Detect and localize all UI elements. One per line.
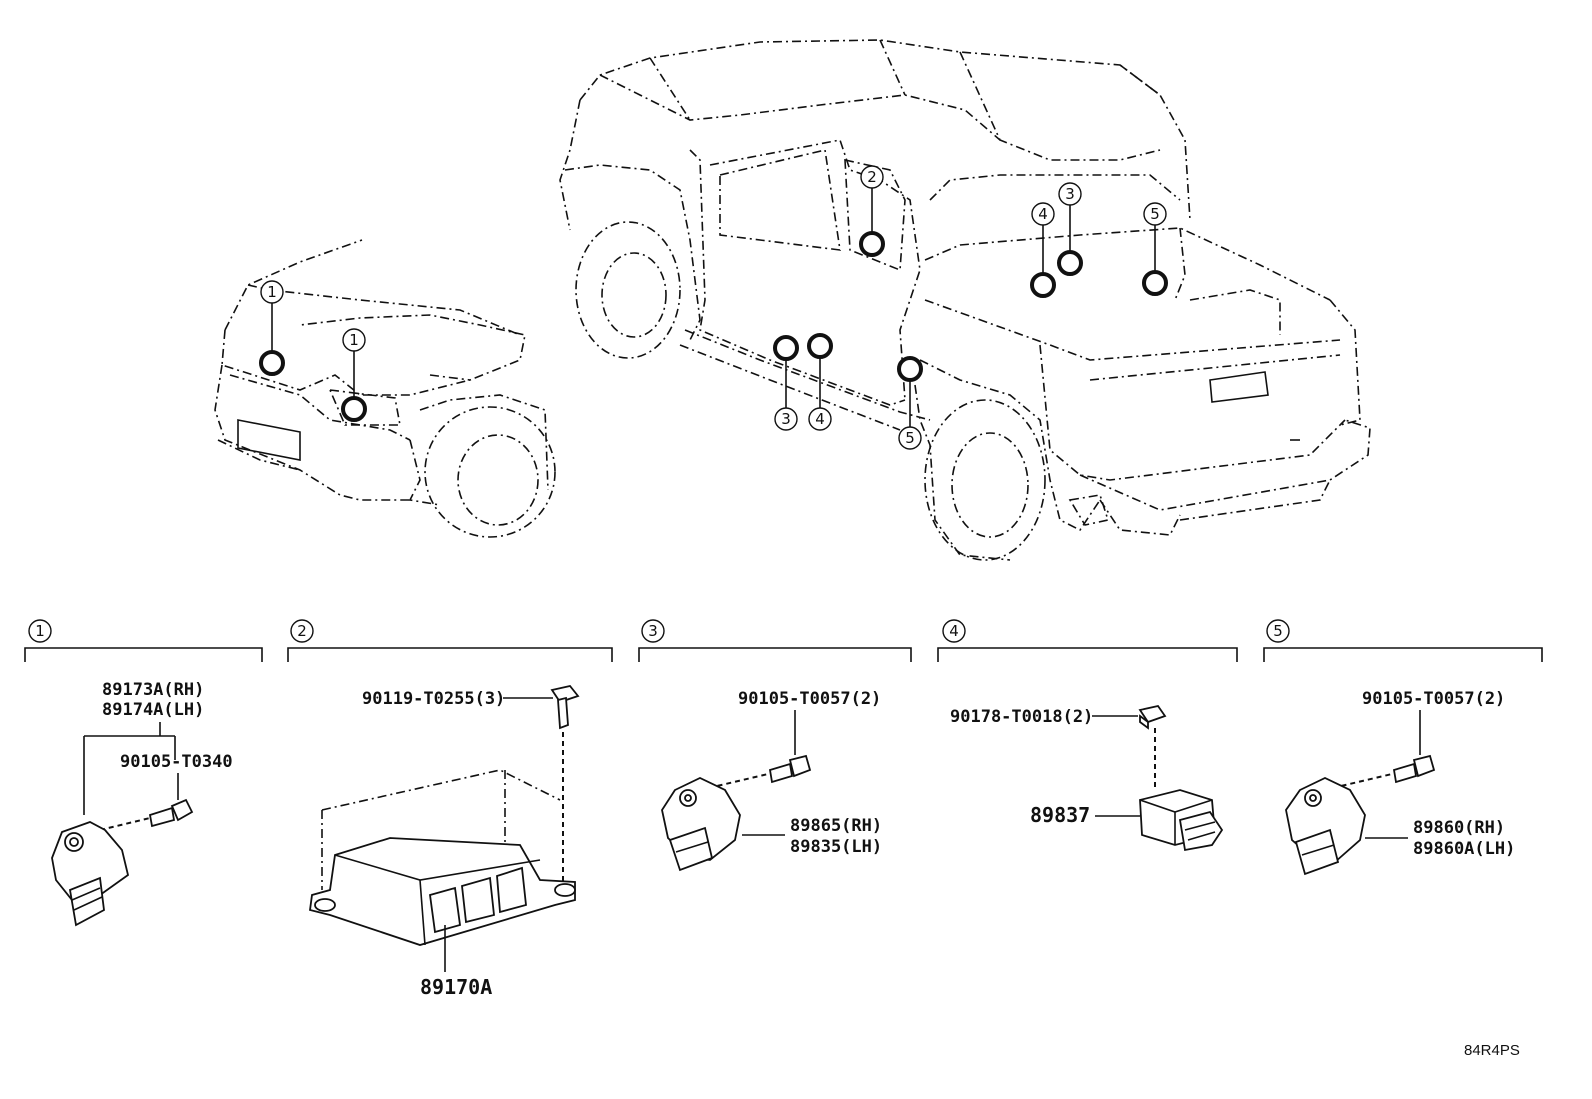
section-3-parts: 90105-T0057(2) 89865(RH) 89835(LH) — [661, 689, 882, 872]
bolt-icon — [1392, 754, 1436, 784]
marker-2-number: 2 — [867, 168, 877, 186]
front-impact-sensor-icon — [51, 821, 130, 927]
marker-4a-bubble — [1031, 202, 1055, 226]
marker-1b-bubble — [342, 328, 366, 352]
marker-ring — [897, 356, 923, 382]
marker-ring — [1057, 250, 1083, 276]
side-impact-sensor-icon — [661, 777, 741, 872]
part-number-89860: 89860(RH) — [1413, 818, 1505, 838]
marker-5b-bubble — [898, 426, 922, 450]
part-number-89865: 89865(RH) — [790, 816, 882, 836]
marker-5a-bubble — [1143, 202, 1167, 226]
marker-ring — [341, 396, 367, 422]
part-number-89174A: 89174A(LH) — [102, 700, 204, 720]
marker-1a-bubble — [260, 280, 284, 304]
marker-1b-number: 1 — [349, 331, 359, 349]
section-5-parts: 90105-T0057(2) 89860(RH) 89860A(LH) — [1285, 689, 1515, 876]
marker-4a-number: 4 — [1038, 205, 1048, 223]
section-5-number: 5 — [1273, 622, 1283, 640]
front-view-vehicle — [214, 239, 556, 538]
marker-ring — [807, 333, 833, 359]
marker-5a-number: 5 — [1150, 205, 1160, 223]
marker-3a-bubble — [1058, 182, 1082, 206]
section-3-number: 3 — [648, 622, 658, 640]
bolt-icon — [148, 798, 194, 828]
section-4-parts: 90178-T0018(2) 89837 — [950, 704, 1224, 852]
part-number-89837: 89837 — [1030, 803, 1090, 827]
marker-ring — [259, 350, 285, 376]
marker-4b-number: 4 — [815, 410, 825, 428]
part-number-90178-T0018: 90178-T0018(2) — [950, 707, 1093, 727]
airbag-control-module-icon — [309, 837, 576, 946]
marker-2-bubble — [860, 165, 884, 189]
marker-ring — [1030, 272, 1056, 298]
diagram-code: 84R4PS — [1464, 1042, 1520, 1059]
part-number-90105-T0057-a: 90105-T0057(2) — [738, 689, 881, 709]
marker-3b-bubble — [774, 407, 798, 431]
marker-1a-number: 1 — [267, 283, 277, 301]
screw-icon — [550, 684, 580, 730]
part-number-89173A: 89173A(RH) — [102, 680, 204, 700]
section-2-number: 2 — [297, 622, 307, 640]
part-number-89860A: 89860A(LH) — [1413, 839, 1515, 859]
section-headers: 1 2 3 4 5 — [24, 619, 1543, 662]
part-number-90119-T0255: 90119-T0255(3) — [362, 689, 505, 709]
section-1-parts: 89173A(RH) 89174A(LH) 90105-T0340 — [51, 680, 233, 927]
marker-3a-number: 3 — [1065, 185, 1075, 203]
part-number-90105-T0057-b: 90105-T0057(2) — [1362, 689, 1505, 709]
part-number-90105-T0340: 90105-T0340 — [120, 752, 233, 772]
bolt-icon — [768, 754, 812, 784]
section-2-parts: 90119-T0255(3) 89170A — [309, 684, 580, 999]
marker-4b-bubble — [808, 407, 832, 431]
marker-ring — [859, 231, 885, 257]
marker-ring — [773, 335, 799, 361]
section-4-number: 4 — [949, 622, 959, 640]
nut-icon — [1138, 704, 1167, 730]
location-markers: 1 1 2 3 3 4 4 5 — [259, 165, 1168, 450]
rear-impact-sensor-icon — [1285, 777, 1366, 876]
part-number-89170A: 89170A — [420, 975, 492, 999]
marker-5b-number: 5 — [905, 429, 915, 447]
rear-view-vehicle — [559, 39, 1371, 561]
section-1-number: 1 — [35, 622, 45, 640]
part-number-89835: 89835(LH) — [790, 837, 882, 857]
center-sensor-icon — [1139, 789, 1224, 852]
marker-ring — [1142, 270, 1168, 296]
marker-3b-number: 3 — [781, 410, 791, 428]
